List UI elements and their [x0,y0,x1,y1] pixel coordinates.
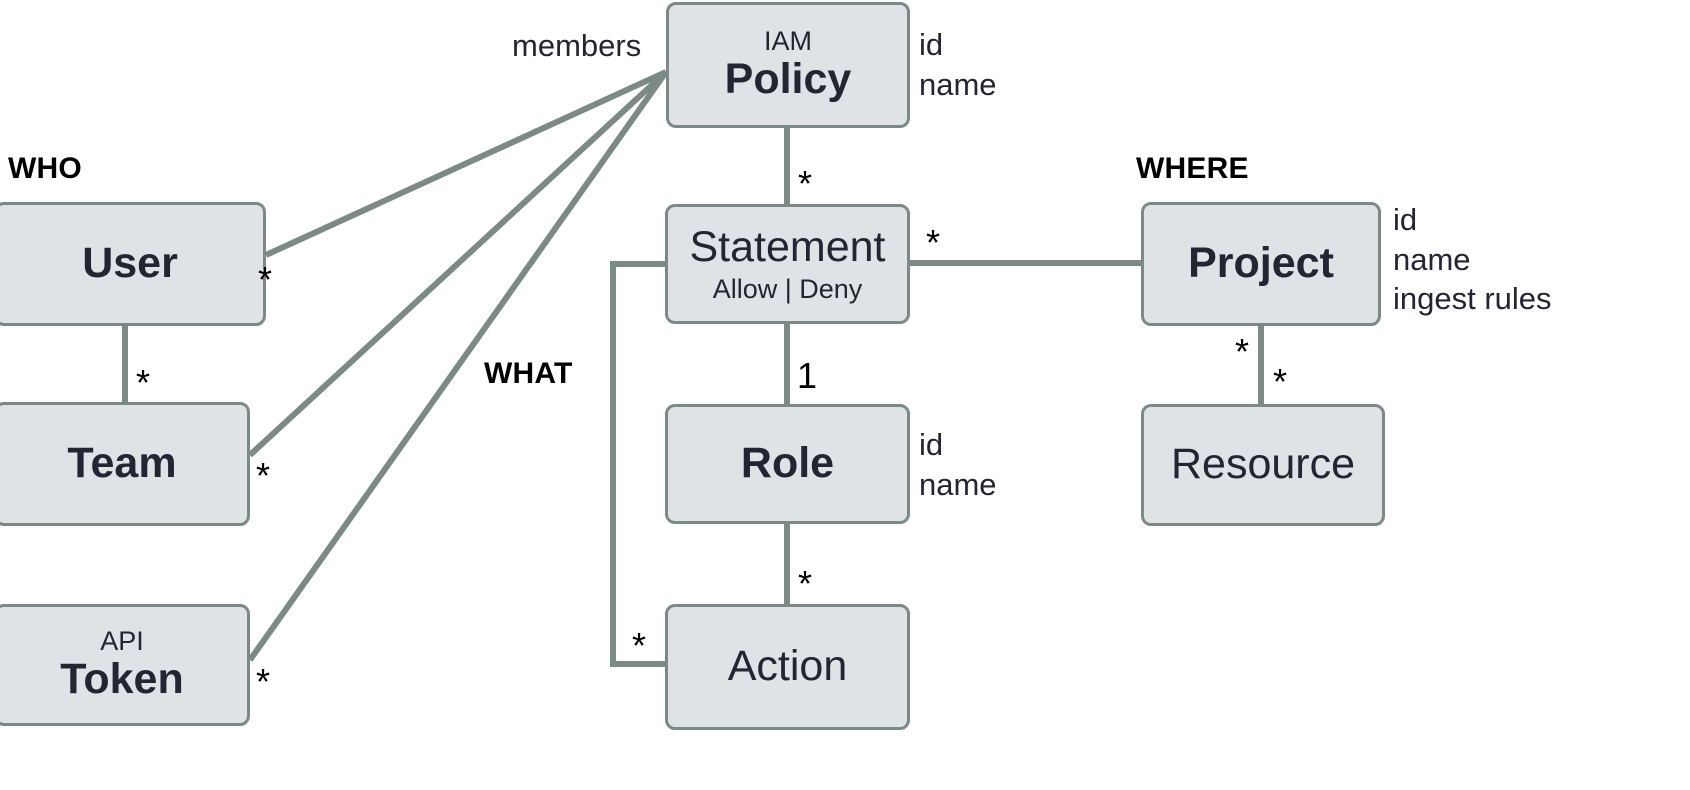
node-policy-sub: IAM [763,26,812,57]
group-label-who: WHO [8,152,82,185]
node-statement-title: Statement [689,223,886,272]
mult-team-policy: * [256,455,271,496]
edge-user-policy [264,69,668,258]
attrs-policy: id name [919,25,997,104]
group-label-what: WHAT [484,357,573,390]
node-project[interactable]: Project [1141,202,1381,326]
mult-project-resource-top: * [1235,331,1250,372]
node-team-title: Team [67,439,177,488]
edge-statement-action [610,261,665,667]
attrs-policy-item-id: id [919,27,944,62]
node-action-title: Action [727,642,848,691]
mult-user-policy: * [258,259,273,300]
attrs-project-item-ingest-rules: ingest rules [1393,281,1552,317]
attrs-role-item-name: name [919,466,997,502]
mult-user-team: * [136,362,151,403]
node-api-token[interactable]: API Token [0,604,250,726]
mult-statement-project: * [926,222,941,263]
node-api-token-title: Token [60,654,184,703]
node-role[interactable]: Role [665,404,910,524]
mult-token-policy: * [256,661,271,702]
attrs-project-item-name: name [1393,241,1471,277]
node-api-token-sub: API [100,626,144,657]
node-statement-subtitle: Allow | Deny [712,274,863,305]
node-team[interactable]: Team [0,402,250,526]
node-role-title: Role [740,439,835,488]
node-resource[interactable]: Resource [1141,404,1385,526]
node-policy[interactable]: IAM Policy [666,2,910,128]
attrs-project: id name ingest rules [1393,200,1552,319]
edge-team-policy [247,69,669,458]
edge-token-policy [247,70,669,662]
node-user[interactable]: User [0,202,266,326]
node-statement[interactable]: Statement Allow | Deny [665,204,910,324]
node-policy-title: Policy [724,54,852,103]
node-project-title: Project [1188,239,1334,288]
attrs-role: id name [919,425,997,504]
group-label-where: WHERE [1136,152,1249,185]
node-resource-title: Resource [1170,440,1356,489]
mult-statement-action: * [632,625,647,666]
mult-project-resource-bottom: * [1273,361,1288,402]
node-user-title: User [82,239,178,288]
mult-policy-statement: * [798,163,813,204]
node-action[interactable]: Action [665,604,910,730]
mult-role-action: * [798,563,813,604]
attrs-project-item-id: id [1393,202,1418,237]
attrs-role-item-id: id [919,427,944,462]
mult-statement-role: 1 [797,355,818,396]
attrs-policy-item-name: name [919,66,997,102]
edge-label-members: members [512,28,642,63]
